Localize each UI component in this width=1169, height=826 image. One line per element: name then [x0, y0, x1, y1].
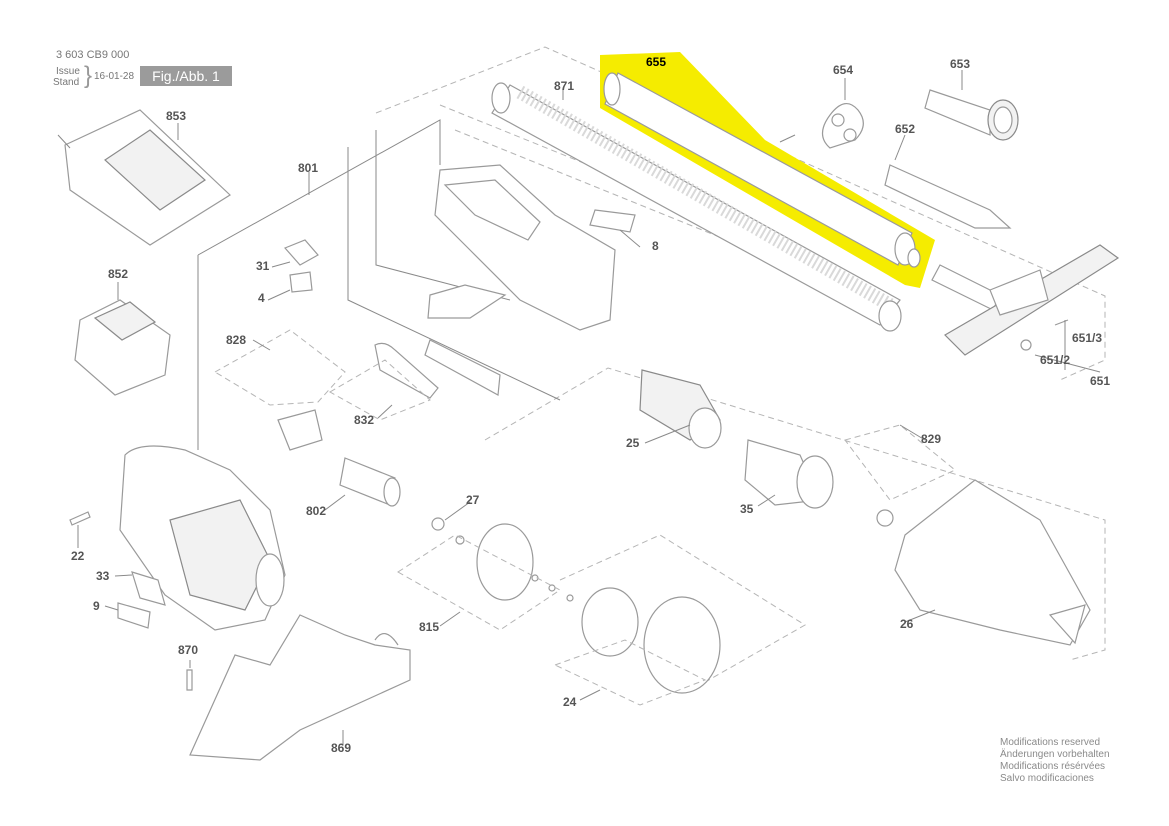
- issue-label: Issue: [56, 66, 80, 77]
- note-modifications-en: Modifications reserved: [1000, 737, 1101, 748]
- note-modifications-de: Änderungen vorbehalten: [1000, 749, 1110, 760]
- handheld-unit: [119, 445, 286, 631]
- battery-852: [74, 299, 171, 396]
- label-33: [131, 571, 166, 606]
- part-label-832: 832: [354, 413, 374, 427]
- brace-glyph: }: [84, 62, 93, 89]
- washer-small: [455, 535, 465, 545]
- clip-654: [821, 103, 864, 149]
- figure-label: Fig./Abb. 1: [140, 66, 232, 86]
- part-label-26: 26: [900, 617, 914, 631]
- extension-tube-655: [603, 72, 921, 268]
- seal-ring-24: [581, 587, 639, 657]
- part-label-853: 853: [166, 109, 186, 123]
- part-label-651-2: 651/2: [1040, 353, 1070, 367]
- part-label-4: 4: [258, 291, 265, 305]
- switch-cap-31: [283, 239, 319, 266]
- brush-nozzle-653: [924, 89, 1019, 141]
- assembly-outline-seal: [559, 534, 806, 686]
- label-9: [117, 602, 151, 629]
- part-label-35: 35: [740, 502, 754, 516]
- button-832: [374, 342, 439, 399]
- part-label-801: 801: [298, 161, 318, 175]
- lever: [424, 339, 501, 396]
- stand-869: [189, 614, 411, 761]
- label-8: [589, 209, 636, 233]
- flexible-hose-871: [491, 82, 902, 332]
- cover-plate: [643, 596, 721, 694]
- note-modifications-fr: Modifications résérvées: [1000, 761, 1106, 772]
- part-label-870: 870: [178, 643, 198, 657]
- part-label-652: 652: [895, 122, 915, 136]
- part-label-653: 653: [950, 57, 970, 71]
- outline-815: [397, 534, 561, 631]
- outline-24: [553, 639, 707, 706]
- part-label-655: 655: [646, 55, 666, 69]
- assembly-bracket-801: [197, 119, 561, 450]
- part-label-869: 869: [331, 741, 351, 755]
- part-label-802: 802: [306, 504, 326, 518]
- part-label-654: 654: [833, 63, 853, 77]
- assembly-outline-filter: [484, 367, 1106, 661]
- note-modifications-es: Salvo modificaciones: [1000, 773, 1094, 784]
- part-label-828: 828: [226, 333, 246, 347]
- spring-4: [289, 271, 313, 293]
- screw-22: [69, 511, 91, 526]
- part-label-829: 829: [921, 432, 941, 446]
- part-label-9: 9: [93, 599, 100, 613]
- washer-b: [548, 584, 556, 592]
- outline-829: [844, 424, 956, 501]
- switch-outline-828: [214, 329, 346, 406]
- issue-date: 16-01-28: [94, 71, 135, 82]
- leader-lines: [77, 70, 1101, 745]
- assembly-outline-top: [375, 46, 1106, 381]
- motor-802: [339, 457, 401, 507]
- slide-bar: [427, 284, 507, 319]
- screw-870: [186, 669, 193, 691]
- part-label-815: 815: [419, 620, 439, 634]
- fan-disc: [476, 523, 534, 601]
- filter-25: [639, 369, 722, 449]
- part-label-27: 27: [466, 493, 480, 507]
- washer-c: [566, 594, 574, 602]
- switch-module: [277, 409, 323, 451]
- part-label-25: 25: [626, 436, 640, 450]
- part-label-651-3: 651/3: [1072, 331, 1102, 345]
- charger-853: [57, 109, 231, 246]
- part-label-8: 8: [652, 239, 659, 253]
- floor-nozzle-651: [931, 244, 1120, 356]
- document-number: 3 603 CB9 000: [56, 49, 130, 61]
- part-label-24: 24: [563, 695, 577, 709]
- part-label-31: 31: [256, 259, 270, 273]
- part-label-22: 22: [71, 549, 85, 563]
- dust-container-26: [894, 479, 1091, 646]
- button-outline-832: [328, 359, 431, 421]
- part-label-852: 852: [108, 267, 128, 281]
- part-label-651: 651: [1090, 374, 1110, 388]
- housing-shell: [434, 164, 616, 331]
- part-label-33: 33: [96, 569, 110, 583]
- stand-label: Stand: [53, 77, 80, 88]
- washer-27: [431, 517, 445, 531]
- filter-cage-35: [744, 439, 834, 509]
- clip-ring: [876, 509, 894, 527]
- part-label-871: 871: [554, 79, 574, 93]
- crevice-nozzle-652: [884, 164, 1012, 229]
